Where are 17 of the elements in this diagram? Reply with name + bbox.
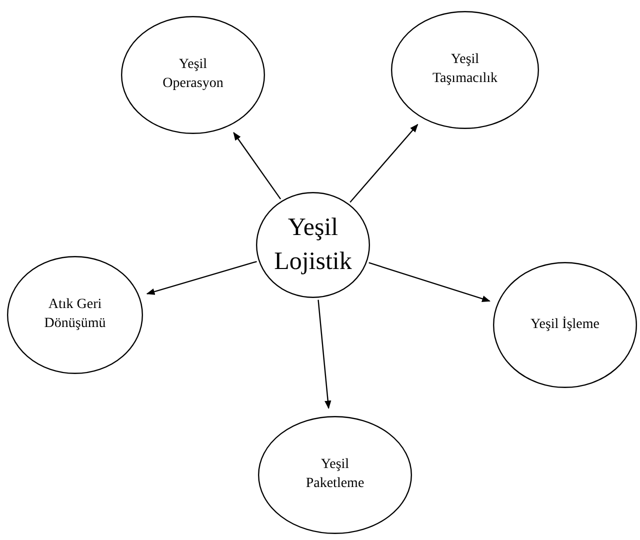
- arrow: [350, 124, 418, 203]
- ellipse-node: [258, 416, 412, 534]
- ellipse-node: [493, 262, 637, 388]
- ellipse-node: [121, 16, 265, 134]
- node-label: Yeşil Paketleme: [304, 456, 366, 493]
- arrow: [368, 262, 490, 302]
- arrow: [318, 300, 332, 410]
- ellipse-node: [256, 192, 370, 298]
- arrow: [146, 260, 257, 295]
- ellipse-node: [7, 256, 143, 374]
- node-label: Atık Geri Dönüşümü: [43, 296, 107, 333]
- node-label: Yeşil İşleme: [530, 316, 600, 334]
- node-label: Yeşil Taşımacılık: [431, 51, 499, 88]
- ellipse-node: [391, 11, 539, 129]
- node-label: Yeşil Lojistik: [273, 213, 353, 277]
- node-label: Yeşil Operasyon: [162, 56, 224, 93]
- arrow: [233, 132, 282, 200]
